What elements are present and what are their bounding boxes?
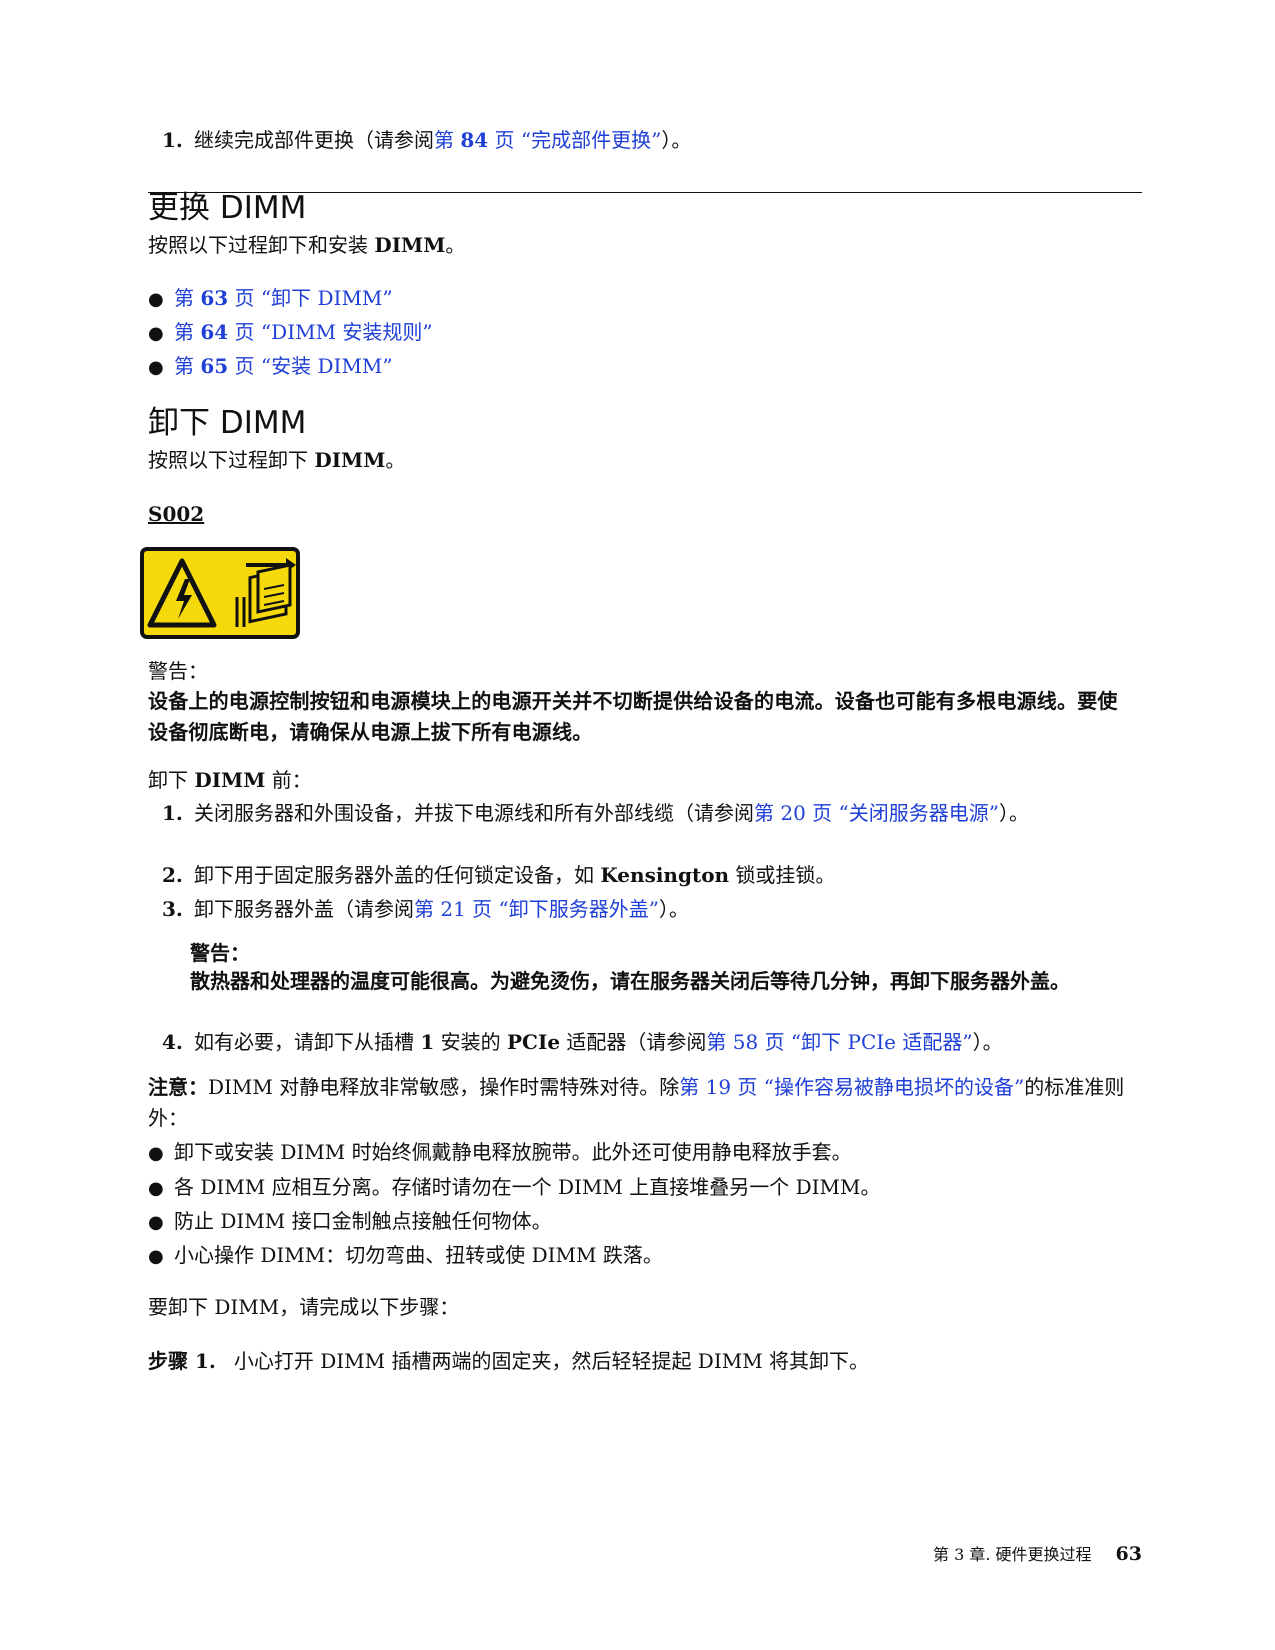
procedure-intro: 要卸下 DIMM，请完成以下步骤： [148, 1295, 460, 1319]
electrical-hazard-icon [140, 547, 300, 639]
list-item: ●各 DIMM 应相互分离。存储时请勿在一个 DIMM 上直接堆叠另一个 DIM… [148, 1172, 880, 1204]
list-item: ●防止 DIMM 接口金制触点接触任何物体。 [148, 1206, 552, 1238]
footer-chapter: 第 3 章. 硬件更换过程 [933, 1545, 1092, 1564]
step-number: 1. [162, 128, 183, 152]
step3-warning-text: 散热器和处理器的温度可能很高。为避免烫伤，请在服务器关闭后等待几分钟，再卸下服务… [190, 969, 1070, 993]
list-item: ●小心操作 DIMM：切勿弯曲、扭转或使 DIMM 跌落。 [148, 1240, 663, 1272]
warning-text: 设备上的电源控制按钮和电源模块上的电源开关并不切断提供给设备的电流。设备也可能有… [148, 689, 1118, 744]
heading-replace-dimm: 更换 DIMM [148, 190, 307, 226]
procedure-step-text: 小心打开 DIMM 插槽两端的固定夹，然后轻轻提起 DIMM 将其卸下。 [233, 1349, 870, 1373]
warning-title: 警告： [148, 659, 208, 683]
link-install-dimm[interactable]: 第 65 页 “安装 DIMM” [174, 354, 393, 378]
step-text: 卸下服务器外盖（请参阅第 21 页 “卸下服务器外盖”）。 [194, 897, 689, 921]
procedure-step: 步骤 1. 小心打开 DIMM 插槽两端的固定夹，然后轻轻提起 DIMM 将其卸下… [148, 1346, 1128, 1377]
list-item: ●卸下或安装 DIMM 时始终佩戴静电释放腕带。此外还可使用静电释放手套。 [148, 1137, 852, 1169]
bullet-icon: ● [148, 1143, 164, 1164]
section2-intro: 按照以下过程卸下 DIMM。 [148, 448, 406, 472]
step-number: 1. [162, 801, 183, 825]
section1-intro: 按照以下过程卸下和安装 DIMM。 [148, 233, 466, 257]
bullet-icon: ● [148, 323, 164, 344]
attention-note: 注意：DIMM 对静电释放非常敏感，操作时需特殊对待。除第 19 页 “操作容易… [148, 1075, 1125, 1130]
link-power-off[interactable]: 第 20 页 “关闭服务器电源” [754, 801, 999, 825]
statement-code: S002 [148, 502, 205, 526]
link-remove-pcie[interactable]: 第 58 页 “卸下 PCIe 适配器” [706, 1030, 973, 1054]
step-text: 关闭服务器和外围设备，并拔下电源线和所有外部线缆（请参阅第 20 页 “关闭服务… [194, 801, 1029, 825]
link-static-sensitive[interactable]: 第 19 页 “操作容易被静电损坏的设备” [679, 1075, 1025, 1099]
link-item: ● 第 63 页 “卸下 DIMM” [148, 283, 393, 315]
link-remove-dimm[interactable]: 第 63 页 “卸下 DIMM” [174, 286, 393, 310]
heading-remove-dimm: 卸下 DIMM [148, 405, 307, 441]
link-remove-cover[interactable]: 第 21 页 “卸下服务器外盖” [414, 897, 659, 921]
page-number: 63 [1115, 1543, 1142, 1565]
step3-warning-title: 警告： [190, 941, 250, 965]
section-divider [148, 192, 1142, 193]
link-complete-parts[interactable]: 第 84 页 “完成部件更换” [434, 128, 662, 152]
procedure-step-label: 步骤 1. [148, 1349, 216, 1373]
step-text: 如有必要，请卸下从插槽 1 安装的 PCIe 适配器（请参阅第 58 页 “卸下… [194, 1030, 1003, 1054]
before-heading: 卸下 DIMM 前： [148, 768, 312, 792]
link-dimm-rules[interactable]: 第 64 页 “DIMM 安装规则” [174, 320, 433, 344]
step-text: 卸下用于固定服务器外盖的任何锁定设备，如 Kensington 锁或挂锁。 [194, 863, 836, 887]
link-item: ● 第 65 页 “安装 DIMM” [148, 351, 393, 383]
page-footer: 第 3 章. 硬件更换过程 63 [933, 1541, 1142, 1565]
bullet-icon: ● [148, 1178, 164, 1199]
step-number: 3. [162, 897, 183, 921]
bullet-icon: ● [148, 1246, 164, 1267]
step-number: 4. [162, 1030, 183, 1054]
bullet-icon: ● [148, 1212, 164, 1233]
link-item: ● 第 64 页 “DIMM 安装规则” [148, 317, 433, 349]
bullet-icon: ● [148, 357, 164, 378]
step-number: 2. [162, 863, 183, 887]
step-text: 继续完成部件更换（请参阅第 84 页 “完成部件更换”）。 [194, 128, 692, 152]
bullet-icon: ● [148, 289, 164, 310]
